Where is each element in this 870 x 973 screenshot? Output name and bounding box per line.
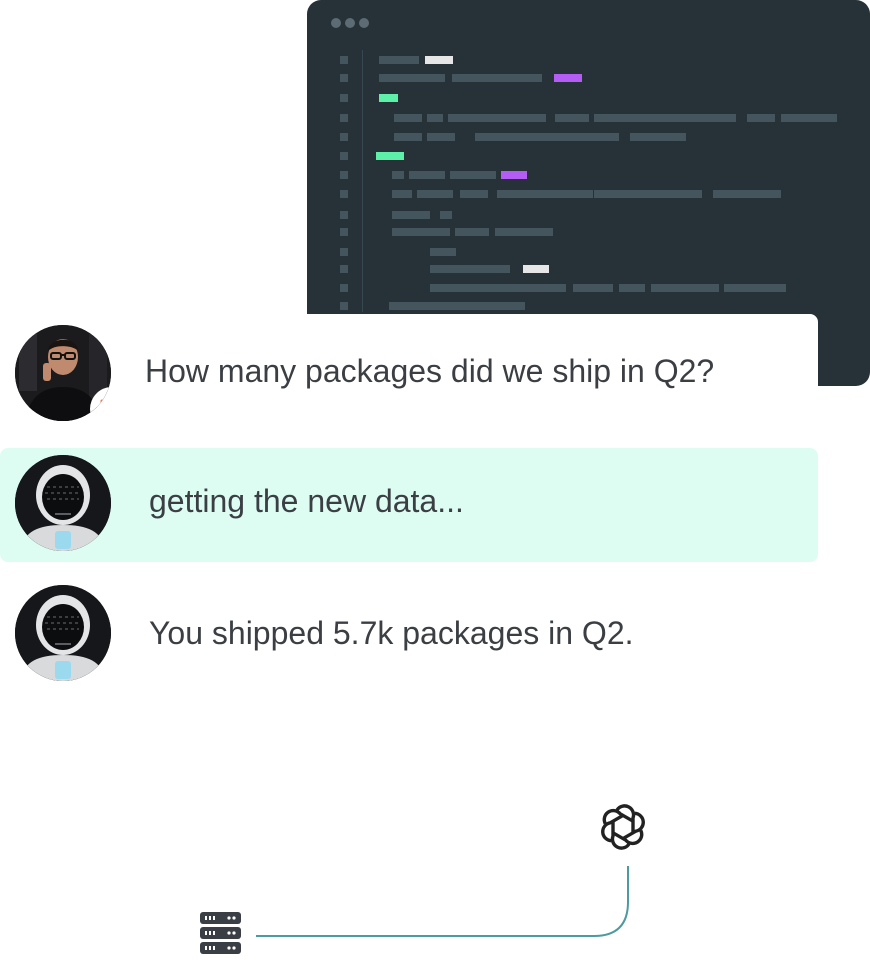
code-token — [425, 56, 453, 64]
code-token — [594, 114, 736, 122]
code-token — [523, 265, 549, 273]
code-token — [724, 284, 786, 292]
code-token — [409, 171, 445, 179]
code-token — [417, 190, 453, 198]
loading-message-text: getting the new data... — [149, 483, 464, 519]
code-token — [450, 171, 496, 179]
line-number-marker — [340, 94, 348, 102]
line-number-marker — [340, 56, 348, 64]
user-avatar — [15, 325, 111, 421]
window-dot-icon — [345, 18, 355, 28]
line-number-marker — [340, 171, 348, 179]
line-number-marker — [340, 265, 348, 273]
code-token — [460, 190, 488, 198]
line-number-marker — [340, 190, 348, 198]
connector-line-bottom — [256, 866, 629, 937]
line-number-marker — [340, 133, 348, 141]
code-token — [452, 74, 542, 82]
code-token — [379, 94, 398, 102]
code-token — [392, 211, 430, 219]
line-number-marker — [340, 302, 348, 310]
code-token — [392, 171, 404, 179]
code-token — [394, 133, 422, 141]
code-token — [379, 74, 445, 82]
code-token — [630, 133, 686, 141]
code-token — [501, 171, 527, 179]
window-dot-icon — [331, 18, 341, 28]
code-token — [376, 152, 404, 160]
user-message-text: How many packages did we ship in Q2? — [145, 353, 715, 389]
line-number-marker — [340, 228, 348, 236]
line-number-marker — [340, 211, 348, 219]
code-token — [747, 114, 775, 122]
code-token — [379, 56, 419, 64]
answer-message: You shipped 5.7k packages in Q2. — [0, 578, 818, 692]
answer-message-text: You shipped 5.7k packages in Q2. — [149, 615, 634, 651]
brand-logo-icon — [100, 399, 111, 419]
code-token — [651, 284, 719, 292]
code-token — [448, 114, 546, 122]
code-token — [555, 114, 589, 122]
window-dot-icon — [359, 18, 369, 28]
window-controls — [331, 18, 369, 28]
user-message: How many packages did we ship in Q2? — [0, 314, 818, 428]
code-token — [554, 74, 582, 82]
server-icon — [200, 912, 241, 954]
line-number-marker — [340, 114, 348, 122]
code-token — [619, 284, 645, 292]
code-token — [475, 133, 619, 141]
code-token — [573, 284, 613, 292]
openai-icon — [601, 804, 645, 850]
code-token — [781, 114, 837, 122]
bot-avatar — [15, 585, 111, 681]
user-photo — [15, 325, 111, 421]
robot-icon — [15, 455, 111, 551]
code-token — [430, 284, 566, 292]
code-token — [392, 190, 412, 198]
code-token — [594, 190, 702, 198]
code-token — [392, 228, 450, 236]
line-number-marker — [340, 248, 348, 256]
code-token — [455, 228, 489, 236]
code-token — [427, 114, 443, 122]
code-token — [713, 190, 781, 198]
loading-message: getting the new data... — [0, 448, 818, 562]
line-number-marker — [340, 74, 348, 82]
gutter-divider — [362, 50, 363, 312]
code-token — [440, 211, 452, 219]
code-token — [430, 248, 456, 256]
code-token — [389, 302, 525, 310]
brand-logo-badge — [90, 387, 111, 421]
code-token — [427, 133, 455, 141]
robot-icon — [15, 585, 111, 681]
code-token — [495, 228, 553, 236]
line-number-marker — [340, 284, 348, 292]
line-number-marker — [340, 152, 348, 160]
bot-avatar — [15, 455, 111, 551]
code-token — [430, 265, 510, 273]
code-token — [497, 190, 593, 198]
code-token — [394, 114, 422, 122]
